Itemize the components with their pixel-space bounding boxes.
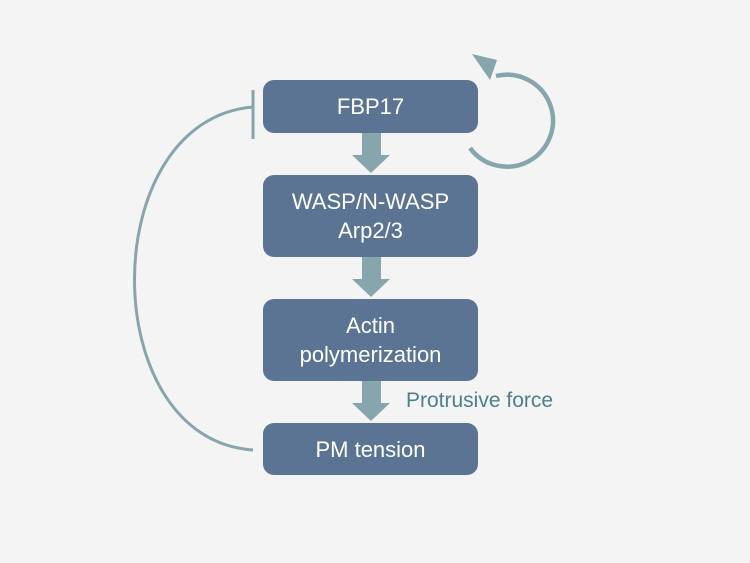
inhibition-edge-pm-to-fbp17 — [133, 105, 254, 452]
arrow-fbp17-to-wasp — [352, 133, 390, 173]
node-pm-tension: PM tension — [263, 423, 478, 475]
node-fbp17: FBP17 — [263, 80, 478, 133]
node-wasp-arp23: WASP/N-WASP Arp2/3 — [263, 175, 478, 257]
protrusive-force-label: Protrusive force — [406, 389, 554, 412]
node-label: WASP/N-WASP — [291, 189, 450, 214]
self-activation-arrowhead — [472, 54, 497, 80]
node-label: Arp2/3 — [338, 218, 403, 243]
node-label: FBP17 — [336, 94, 405, 119]
node-label: polymerization — [299, 342, 442, 367]
node-actin-polymerization: Actin polymerization — [263, 299, 478, 381]
node-label: Actin — [346, 313, 395, 338]
self-activation-loop — [468, 72, 556, 169]
node-label: PM tension — [315, 436, 426, 462]
arrow-actin-to-pm — [352, 381, 390, 421]
arrow-wasp-to-actin — [352, 257, 390, 297]
